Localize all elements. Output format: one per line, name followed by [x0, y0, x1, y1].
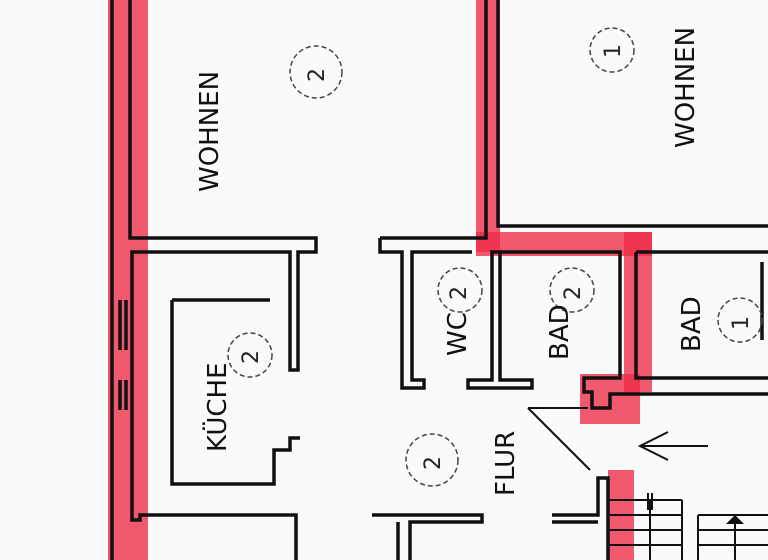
stair-arrow-icon — [726, 515, 744, 524]
door-swing — [527, 407, 591, 471]
room-number-kueche: 2 — [239, 350, 264, 364]
room-label-wohnen-1: WOHNEN — [671, 27, 701, 148]
room-number-wohnen-2: 2 — [305, 68, 330, 82]
room-label-wc: WC — [443, 312, 473, 356]
room-label-flur: FLUR — [491, 431, 521, 496]
room-number-bad-1: 1 — [729, 316, 754, 330]
room-label-kueche: KÜCHE — [201, 362, 233, 452]
staircase — [608, 493, 768, 560]
room-label-wohnen-2: WOHNEN — [195, 71, 225, 192]
room-number-wc: 2 — [447, 286, 472, 300]
room-label-bad-1: BAD — [677, 296, 707, 352]
highlighted-walls — [108, 0, 652, 560]
walls — [110, 0, 768, 560]
room-number-flur: 2 — [421, 456, 446, 470]
room-label-bad-2: BAD — [545, 304, 575, 360]
room-number-markers — [227, 27, 763, 487]
room-number-wohnen-1: 1 — [601, 44, 626, 58]
entrance-arrow-icon — [637, 431, 708, 461]
room-number-bad-2: 2 — [561, 286, 586, 300]
